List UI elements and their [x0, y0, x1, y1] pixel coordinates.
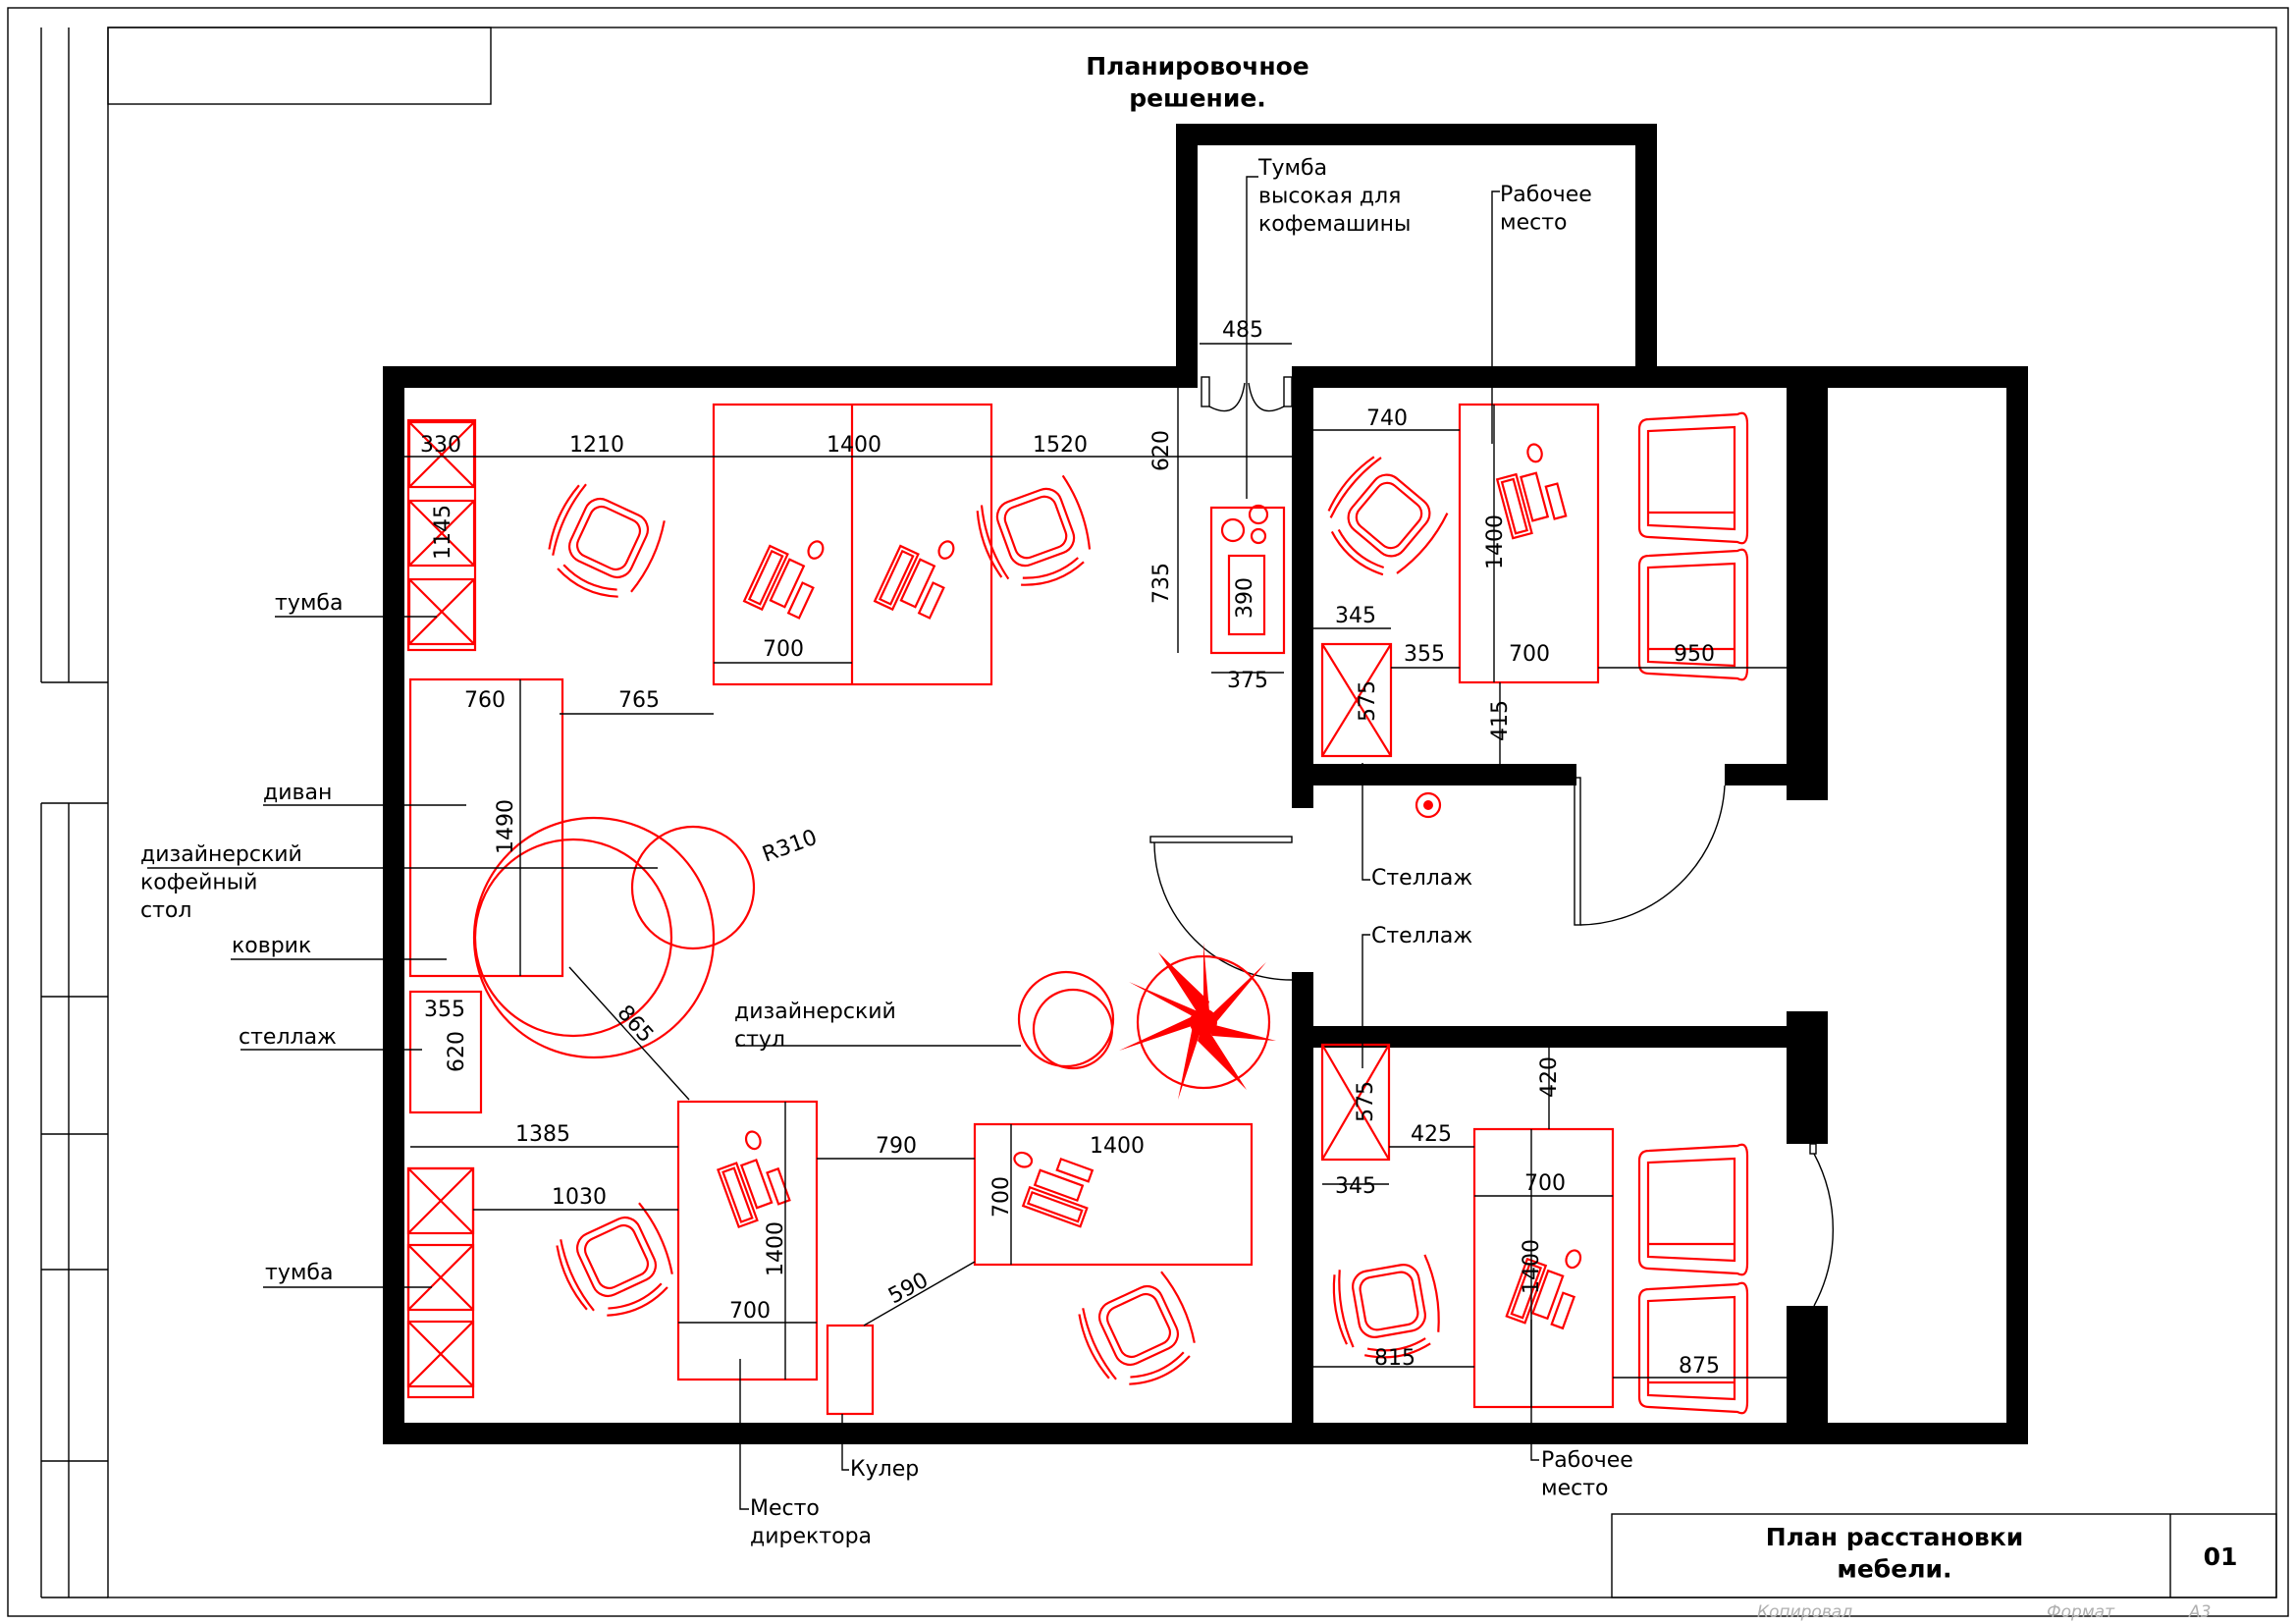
dim-765: 765: [618, 688, 660, 713]
dim-950: 950: [1674, 642, 1715, 667]
stamp-copied: Копировал: [1757, 1602, 1852, 1622]
furniture: [406, 403, 1749, 1416]
label-shelf-mid-1: Стеллаж: [1371, 866, 1472, 891]
dim-425: 425: [1411, 1122, 1452, 1147]
dim-620-top: 620: [1149, 430, 1174, 471]
label-cooler: Кулер: [850, 1457, 919, 1482]
dim-355-mid: 355: [1404, 642, 1445, 667]
dim-700-top: 700: [763, 637, 804, 662]
dim-390: 390: [1233, 577, 1257, 619]
label-tumba-top: тумба: [275, 591, 343, 616]
stamp-format-value: А3: [2188, 1602, 2211, 1622]
dim-700-rt: 700: [1509, 642, 1550, 667]
dim-790: 790: [876, 1134, 917, 1159]
dim-865: 865: [613, 1001, 659, 1048]
dim-1400-rb: 1400: [1520, 1239, 1544, 1294]
dim-575-top: 575: [1356, 680, 1380, 722]
dimension-lines: [404, 343, 1787, 1407]
dim-575-bot: 575: [1354, 1081, 1378, 1122]
dim-415: 415: [1488, 700, 1513, 741]
dim-700-desk: 700: [989, 1176, 1014, 1218]
dim-420: 420: [1537, 1056, 1562, 1098]
label-tumba-bottom: тумба: [265, 1261, 333, 1285]
dim-375: 375: [1227, 669, 1268, 693]
dim-1400-rt: 1400: [1483, 514, 1508, 569]
dim-1400-desk: 1400: [1090, 1134, 1145, 1159]
dim-1145: 1145: [431, 505, 455, 560]
dim-1030: 1030: [552, 1185, 607, 1210]
dim-760: 760: [464, 688, 506, 713]
dim-r310: R310: [760, 826, 821, 868]
dim-1400-dir: 1400: [764, 1221, 788, 1276]
dim-345-bot: 345: [1335, 1174, 1376, 1199]
label-shelf-mid-2: Стеллаж: [1371, 924, 1472, 948]
dim-1520: 1520: [1033, 433, 1088, 458]
dim-620-left: 620: [445, 1031, 469, 1072]
dim-735: 735: [1149, 563, 1174, 604]
leader-lines: [147, 176, 1539, 1510]
dim-700-rb: 700: [1524, 1171, 1566, 1196]
doors: [1149, 376, 1835, 1307]
dim-330: 330: [420, 433, 461, 458]
walls: [383, 124, 2028, 1444]
title-block-sheet-number: 01: [2204, 1543, 2238, 1571]
dim-1490: 1490: [494, 799, 518, 854]
dim-355-left: 355: [424, 998, 465, 1022]
dim-700-dir: 700: [729, 1299, 771, 1324]
label-rug: коврик: [232, 934, 311, 958]
dim-485: 485: [1222, 318, 1263, 343]
dim-345-top: 345: [1335, 604, 1376, 628]
dim-815: 815: [1374, 1346, 1415, 1371]
stamp-format: Формат: [2047, 1602, 2115, 1622]
dim-875: 875: [1679, 1354, 1720, 1379]
dim-1385: 1385: [515, 1122, 570, 1147]
dim-740: 740: [1366, 406, 1408, 431]
dim-1210: 1210: [569, 433, 624, 458]
label-shelf-left: стеллаж: [239, 1025, 337, 1050]
label-divan: диван: [263, 781, 332, 805]
dim-590: 590: [884, 1269, 933, 1310]
dim-1400-top: 1400: [827, 433, 881, 458]
